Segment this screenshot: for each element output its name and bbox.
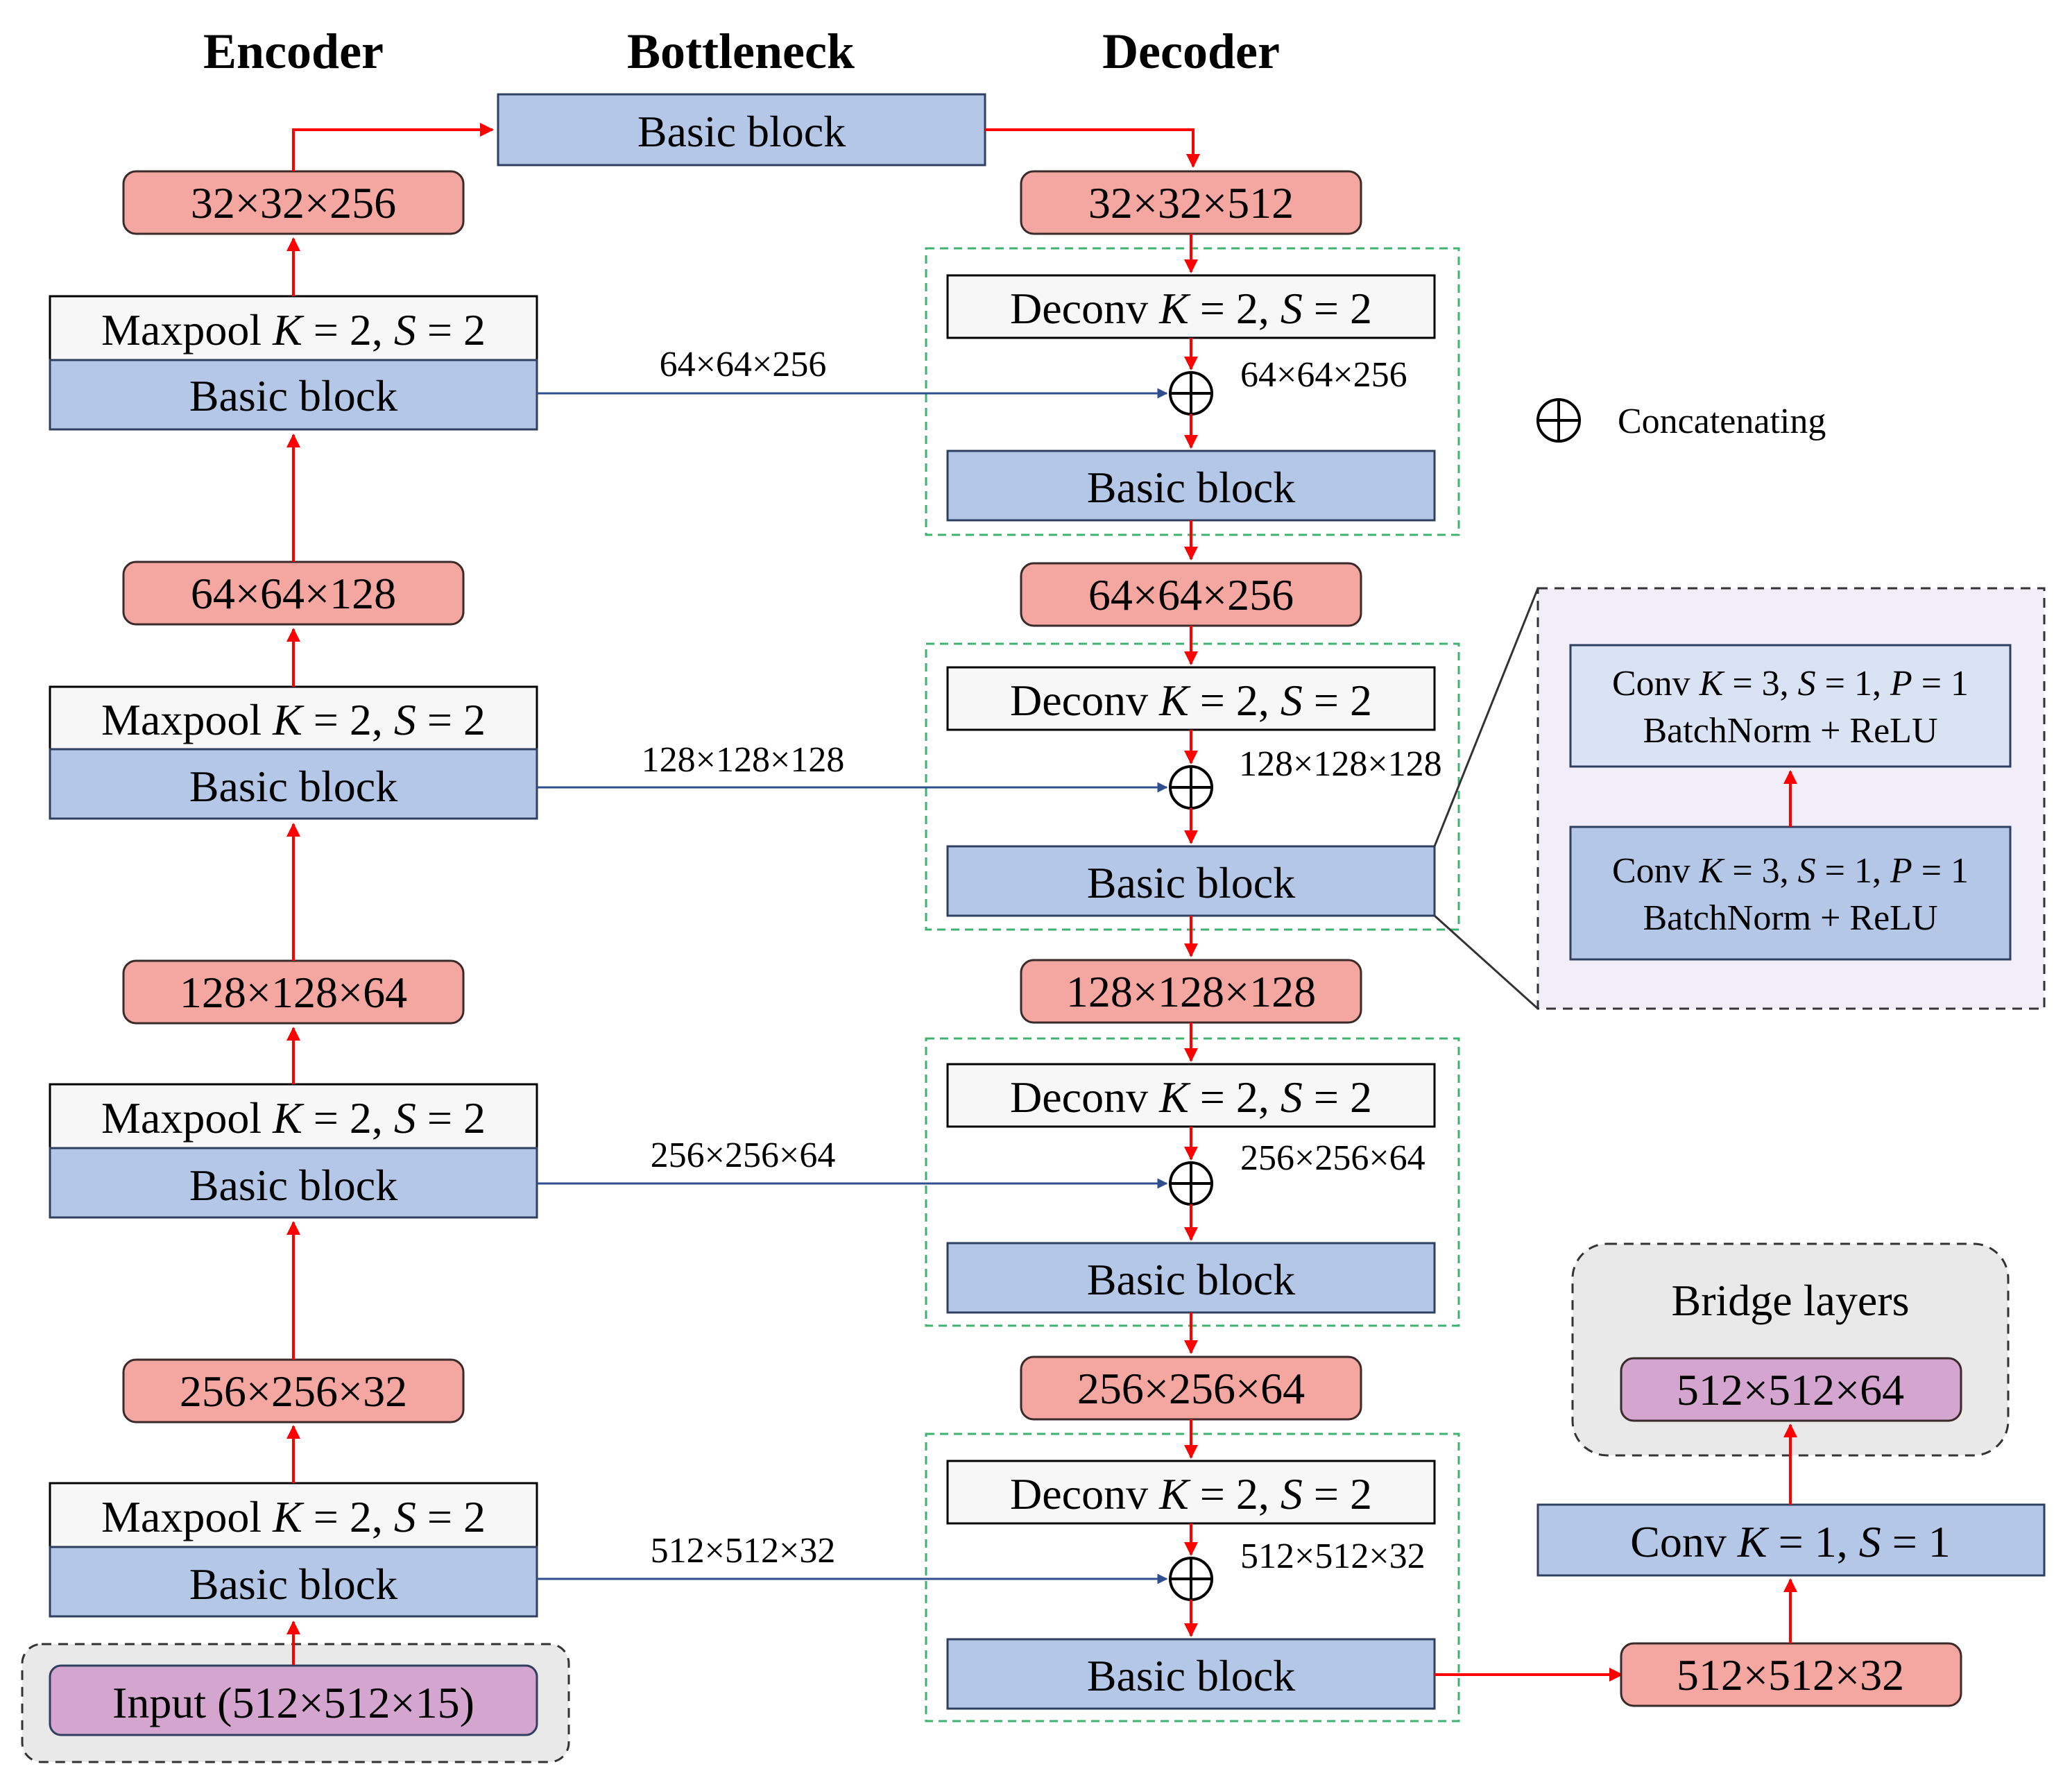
deconv-label: Deconv K = 2, S = 2 (1010, 676, 1372, 725)
legend: Concatenating (1536, 398, 1826, 443)
maxpool-label: Maxpool K = 2, S = 2 (101, 1492, 486, 1541)
input-group: Input (512×512×15) (21, 1643, 570, 1763)
maxpool-label: Maxpool K = 2, S = 2 (101, 1093, 486, 1143)
decoder-top-output: 32×32×512 (1020, 170, 1362, 235)
bridge-conv-label: Conv K = 1, S = 1 (1630, 1517, 1951, 1566)
basic-block-label: Basic block (1087, 858, 1295, 907)
maxpool-label: Maxpool K = 2, S = 2 (101, 695, 486, 744)
svg-text:32×32×256: 32×32×256 (191, 178, 396, 228)
concat-icon (1169, 1161, 1213, 1206)
basic-block-label: Basic block (189, 1161, 397, 1210)
concat-shape-label: 64×64×256 (1240, 355, 1407, 395)
svg-text:128×128×64: 128×128×64 (180, 968, 407, 1017)
basic-block-label: Basic block (1087, 463, 1295, 512)
encoder-stage-2: Maxpool K = 2, S = 2 Basic block (49, 1083, 538, 1219)
basic-block-label: Basic block (189, 1559, 397, 1609)
concat-icon (1169, 765, 1213, 810)
basic-block-label: Basic block (189, 762, 397, 811)
skip-label-2: 256×256×64 (651, 1136, 836, 1175)
encoder-output-0: 32×32×256 (122, 170, 465, 235)
svg-text:512×512×32: 512×512×32 (1677, 1650, 1904, 1700)
decoder-arrows (1184, 234, 1623, 1682)
encoder-arrows (286, 123, 1200, 1665)
bridge-input: 512×512×32 (1620, 1642, 1962, 1707)
svg-text:256×256×64: 256×256×64 (1077, 1364, 1305, 1413)
deconv-label: Deconv K = 2, S = 2 (1010, 284, 1372, 333)
basic-block-label: Basic block (1087, 1255, 1295, 1304)
concat-shape-label: 512×512×32 (1240, 1537, 1425, 1576)
concat-shape-label: 128×128×128 (1239, 744, 1442, 784)
svg-text:128×128×128: 128×128×128 (1066, 967, 1316, 1016)
svg-text:64×64×128: 64×64×128 (191, 569, 396, 618)
skip-label-1: 128×128×128 (642, 740, 845, 780)
encoder-output-3: 256×256×32 (122, 1358, 465, 1423)
svg-text:64×64×256: 64×64×256 (1088, 570, 1294, 619)
maxpool-label: Maxpool K = 2, S = 2 (101, 305, 486, 354)
concat-legend-icon (1536, 398, 1581, 443)
conv1-line2: BatchNorm + ReLU (1643, 711, 1937, 751)
conv2-line2: BatchNorm + ReLU (1643, 898, 1937, 938)
decoder-stage-0: Deconv K = 2, S = 2 Basic block 64×64×25… (925, 247, 1460, 536)
encoder-output-2: 128×128×64 (122, 959, 465, 1025)
concat-symbols (1169, 371, 1213, 1601)
basic-block-label: Basic block (189, 371, 397, 420)
skip-label-3: 512×512×32 (651, 1531, 836, 1571)
encoder-header: Encoder (203, 24, 384, 79)
deconv-label: Deconv K = 2, S = 2 (1010, 1469, 1372, 1519)
decoder-output-2: 256×256×64 (1020, 1356, 1362, 1421)
bottleneck-label: Basic block (637, 107, 846, 156)
bridge-layers: Bridge layers 512×512×64 (1571, 1242, 2010, 1457)
bridge-output: 512×512×64 (1677, 1365, 1904, 1414)
basic-block-detail: Conv K = 3, S = 1, P = 1 BatchNorm + ReL… (1433, 587, 2046, 1010)
concat-icon (1169, 1557, 1213, 1601)
bridge-conv: Conv K = 1, S = 1 (1536, 1503, 2046, 1577)
decoder-output-1: 128×128×128 (1020, 959, 1362, 1024)
encoder-stage-0: Maxpool K = 2, S = 2 Basic block (49, 295, 538, 431)
decoder-header: Decoder (1102, 24, 1280, 79)
conv2-line1: Conv K = 3, S = 1, P = 1 (1612, 851, 1969, 891)
encoder-output-1: 64×64×128 (122, 561, 465, 626)
input-label: Input (512×512×15) (112, 1678, 474, 1727)
skip-label-0: 64×64×256 (660, 345, 827, 384)
legend-label: Concatenating (1618, 402, 1826, 441)
skip-connections (537, 388, 1168, 1584)
deconv-label: Deconv K = 2, S = 2 (1010, 1072, 1372, 1122)
decoder-output-0: 64×64×256 (1020, 562, 1362, 627)
bottleneck-header: Bottleneck (627, 24, 855, 79)
decoder-stage-3: Deconv K = 2, S = 2 Basic block 512×512×… (925, 1433, 1460, 1722)
conv1-line1: Conv K = 3, S = 1, P = 1 (1612, 664, 1969, 703)
svg-text:32×32×512: 32×32×512 (1088, 178, 1294, 228)
bottleneck-block: Basic block (497, 93, 986, 166)
encoder-stage-1: Maxpool K = 2, S = 2 Basic block (49, 685, 538, 820)
basic-block-label: Basic block (1087, 1651, 1295, 1700)
svg-text:256×256×32: 256×256×32 (180, 1367, 407, 1416)
concat-shape-label: 256×256×64 (1240, 1138, 1425, 1178)
bridge-title: Bridge layers (1672, 1276, 1910, 1325)
encoder-stage-3: Maxpool K = 2, S = 2 Basic block (49, 1482, 538, 1618)
concat-icon (1169, 371, 1213, 416)
